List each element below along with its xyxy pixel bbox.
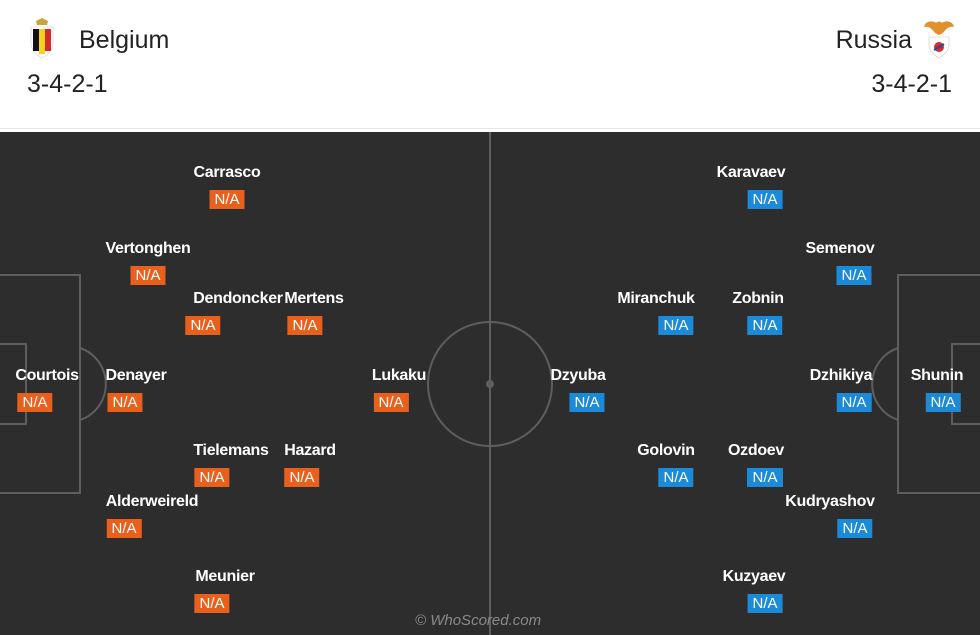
player-rating-badge: N/A xyxy=(130,266,166,285)
home-player[interactable]: Courtois N/A xyxy=(15,367,79,412)
player-name: Shunin xyxy=(910,367,964,384)
player-rating-badge: N/A xyxy=(209,190,245,209)
player-name: Ozdoev xyxy=(728,442,784,459)
player-name: Zobnin xyxy=(732,290,784,307)
russia-crest-icon xyxy=(924,21,954,59)
player-rating-badge: N/A xyxy=(107,393,143,412)
player-rating-badge: N/A xyxy=(747,190,783,209)
home-player[interactable]: Meunier N/A xyxy=(194,568,255,613)
player-name: Denayer xyxy=(105,367,167,384)
player-name: Mertens xyxy=(284,290,344,307)
player-name: Vertonghen xyxy=(105,240,191,257)
player-name: Tielemans xyxy=(193,442,269,459)
player-rating-badge: N/A xyxy=(194,594,230,613)
player-rating-badge: N/A xyxy=(185,316,221,335)
away-player[interactable]: Karavaev N/A xyxy=(717,164,786,209)
player-name: Miranchuk xyxy=(617,290,695,307)
player-name: Lukaku xyxy=(371,367,427,384)
home-formation: 3-4-2-1 xyxy=(27,70,108,98)
player-rating-badge: N/A xyxy=(747,468,783,487)
away-team-name: Russia xyxy=(835,26,912,54)
player-name: Kudryashov xyxy=(785,493,875,510)
belgium-crest-icon xyxy=(30,18,54,59)
pitch-markings xyxy=(0,132,980,635)
home-player[interactable]: Dendoncker N/A xyxy=(185,290,283,335)
player-rating-badge: N/A xyxy=(747,316,783,335)
player-rating-badge: N/A xyxy=(658,468,694,487)
player-rating-badge: N/A xyxy=(194,468,230,487)
away-player[interactable]: Dzhikiya N/A xyxy=(810,367,873,412)
player-rating-badge: N/A xyxy=(837,519,873,538)
player-rating-badge: N/A xyxy=(373,393,409,412)
player-rating-badge: N/A xyxy=(836,393,872,412)
away-player[interactable]: Kuzyaev N/A xyxy=(723,568,786,613)
player-rating-badge: N/A xyxy=(569,393,605,412)
player-name: Kuzyaev xyxy=(722,568,786,585)
away-player[interactable]: Dzyuba N/A xyxy=(550,367,606,412)
home-player[interactable]: Tielemans N/A xyxy=(193,442,269,487)
player-rating-badge: N/A xyxy=(925,393,961,412)
player-name: Meunier xyxy=(195,568,255,585)
away-player[interactable]: Kudryashov N/A xyxy=(785,493,875,538)
player-rating-badge: N/A xyxy=(658,316,694,335)
away-formation: 3-4-2-1 xyxy=(871,70,952,98)
away-player[interactable]: Shunin N/A xyxy=(910,367,964,412)
away-player[interactable]: Golovin N/A xyxy=(637,442,695,487)
away-player[interactable]: Zobnin N/A xyxy=(732,290,784,335)
player-name: Carrasco xyxy=(193,164,261,181)
away-player[interactable]: Miranchuk N/A xyxy=(617,290,695,335)
player-name: Dzhikiya xyxy=(809,367,873,384)
home-player[interactable]: Mertens N/A xyxy=(284,290,344,335)
player-name: Semenov xyxy=(805,240,875,257)
home-player[interactable]: Carrasco N/A xyxy=(194,164,261,209)
player-rating-badge: N/A xyxy=(106,519,142,538)
home-player[interactable]: Denayer N/A xyxy=(105,367,167,412)
player-name: Hazard xyxy=(284,442,336,459)
pitch: Carrasco N/A Vertonghen N/A Dendoncker N… xyxy=(0,132,980,635)
home-player[interactable]: Alderweireld N/A xyxy=(105,493,199,538)
player-name: Courtois xyxy=(15,367,79,384)
player-rating-badge: N/A xyxy=(747,594,783,613)
home-player[interactable]: Lukaku N/A xyxy=(372,367,426,412)
home-player[interactable]: Vertonghen N/A xyxy=(105,240,191,285)
away-player[interactable]: Semenov N/A xyxy=(805,240,875,285)
home-team-name: Belgium xyxy=(79,26,170,54)
player-name: Dendoncker xyxy=(193,290,283,307)
away-player[interactable]: Ozdoev N/A xyxy=(728,442,784,487)
player-name: Golovin xyxy=(637,442,695,459)
player-rating-badge: N/A xyxy=(836,266,872,285)
player-rating-badge: N/A xyxy=(284,468,320,487)
player-rating-badge: N/A xyxy=(17,393,53,412)
player-rating-badge: N/A xyxy=(287,316,323,335)
home-player[interactable]: Hazard N/A xyxy=(284,442,336,487)
player-name: Karavaev xyxy=(716,164,786,181)
player-name: Alderweireld xyxy=(105,493,199,510)
player-name: Dzyuba xyxy=(550,367,606,384)
lineup-header: Belgium 3-4-2-1 Russia 3-4-2-1 xyxy=(0,0,980,129)
watermark: © WhoScored.com xyxy=(415,612,542,629)
